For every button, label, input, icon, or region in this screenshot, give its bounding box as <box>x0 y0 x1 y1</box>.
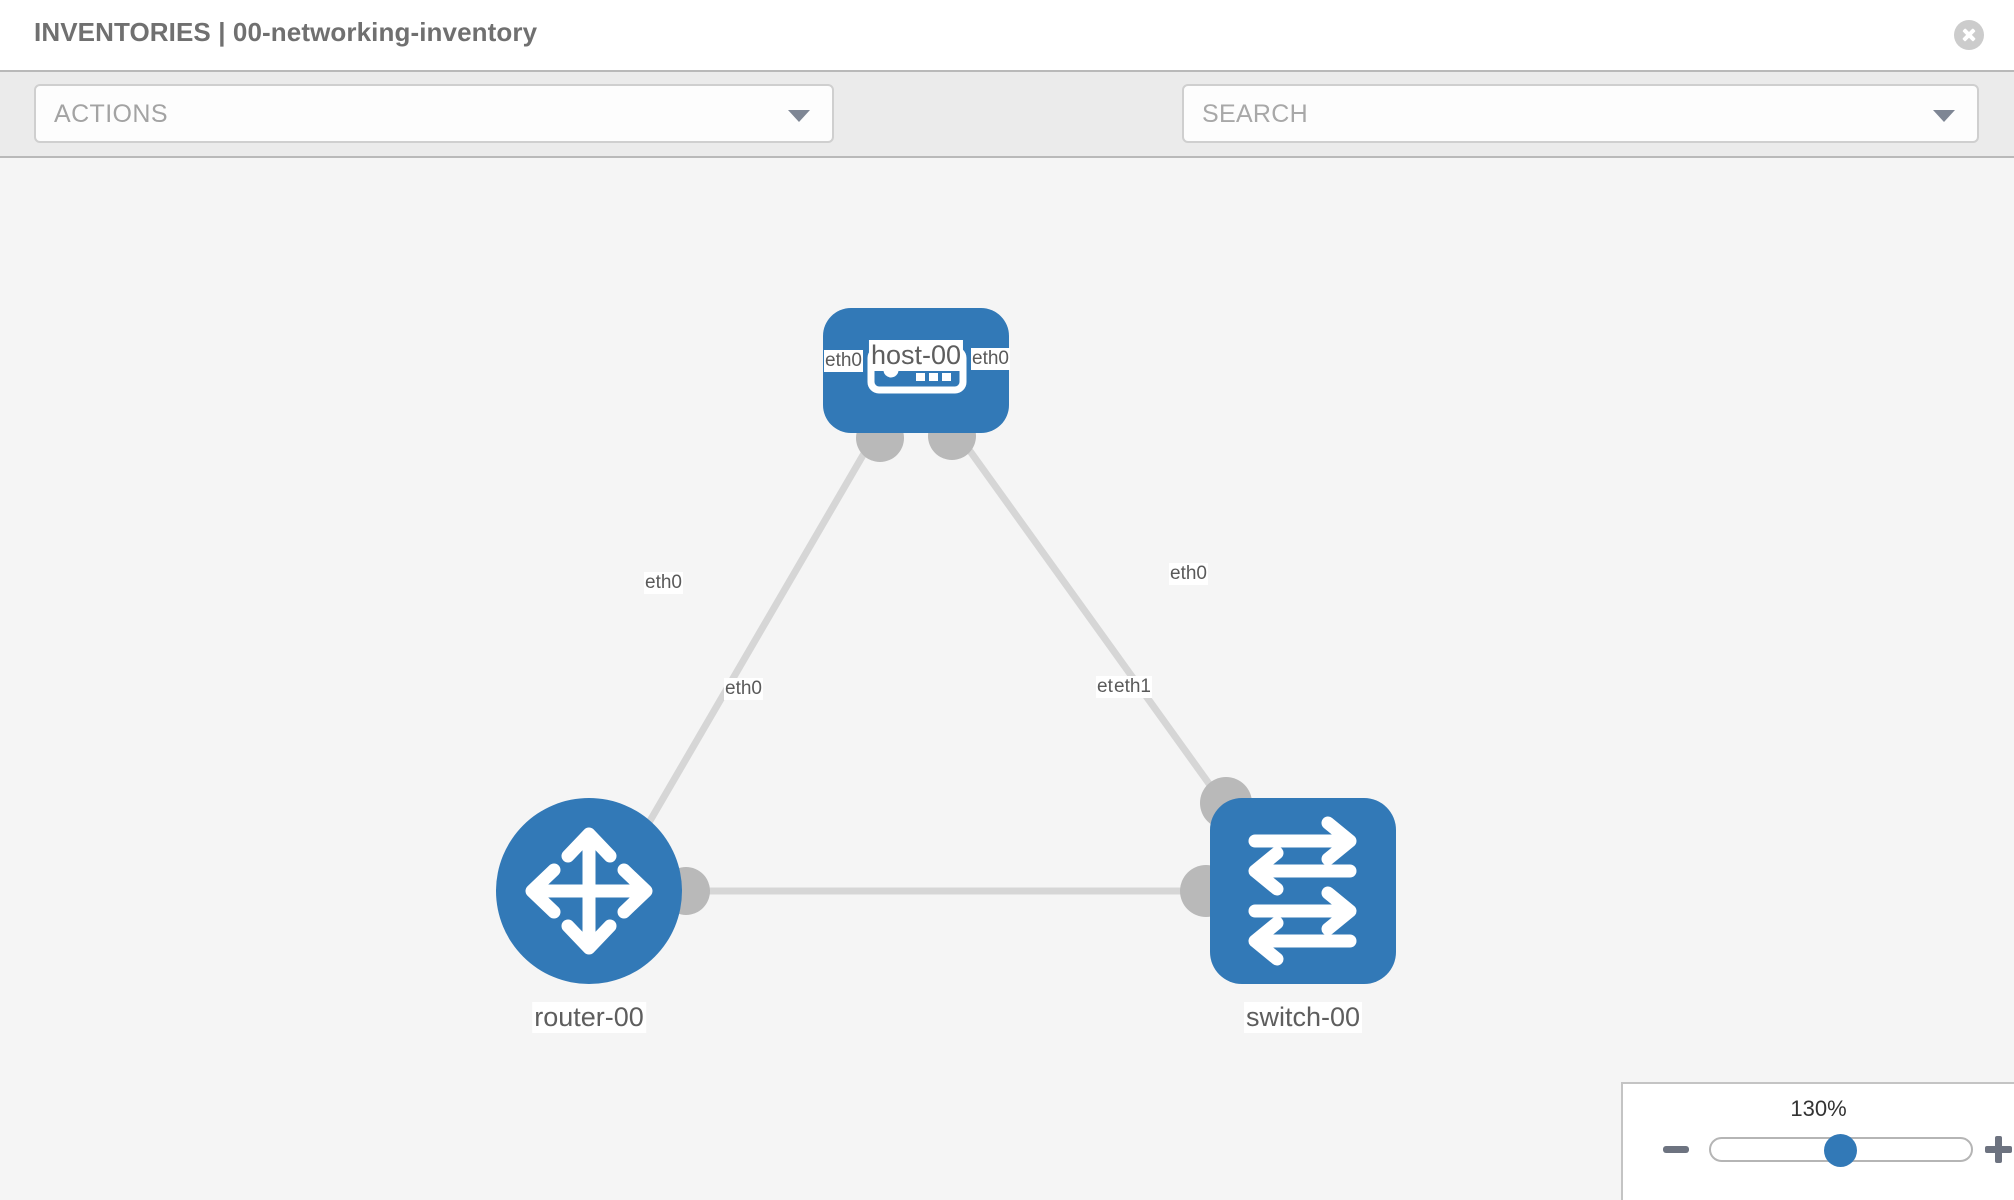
search-input[interactable]: SEARCH <box>1182 84 1979 143</box>
link-host00-switch00 <box>948 422 1252 842</box>
iface-label-switch00-uplink-eth0: eth0 <box>1169 563 1208 585</box>
chevron-down-icon[interactable] <box>1933 110 1955 122</box>
iface-label-router00-uplink-eth0: eth0 <box>644 572 683 594</box>
zoom-control-panel: 130% <box>1621 1082 2014 1200</box>
toolbar: ACTIONS SEARCH <box>0 70 2014 198</box>
minus-icon[interactable] <box>1663 1146 1689 1153</box>
iface-label-router00-eth0: eth0 <box>724 678 763 700</box>
actions-dropdown[interactable]: ACTIONS <box>34 84 834 143</box>
iface-label-switch00-eth1: eth1 <box>1113 676 1152 698</box>
node-label-switch-00: switch-00 <box>1243 1002 1363 1033</box>
topology-ports <box>662 412 1252 917</box>
actions-dropdown-label: ACTIONS <box>54 100 168 128</box>
zoom-level-value: 130% <box>1790 1096 1847 1121</box>
zoom-slider-handle[interactable] <box>1824 1134 1857 1167</box>
close-icon[interactable] <box>1954 20 1984 50</box>
chevron-down-icon <box>788 110 810 122</box>
iface-label-host00-eth0-left: eth0 <box>824 350 863 372</box>
node-label-host-00: host-00 <box>868 340 964 371</box>
node-switch-00 <box>1210 798 1396 984</box>
page-header: INVENTORIES | 00-networking-inventory <box>0 0 2014 70</box>
page-title: INVENTORIES | 00-networking-inventory <box>34 17 538 47</box>
link-host00-router00 <box>636 422 884 842</box>
iface-label-host00-eth0-right: eth0 <box>971 348 1010 370</box>
search-placeholder: SEARCH <box>1202 100 1308 128</box>
topology-canvas[interactable]: host-00 router-00 switch-00 eth0 eth0 et… <box>0 158 2014 1200</box>
node-label-router-00: router-00 <box>532 1002 646 1033</box>
topology-graph <box>496 308 1396 984</box>
plus-icon[interactable] <box>1985 1136 2012 1163</box>
topology-links <box>636 422 1252 895</box>
node-router-00 <box>496 798 682 984</box>
